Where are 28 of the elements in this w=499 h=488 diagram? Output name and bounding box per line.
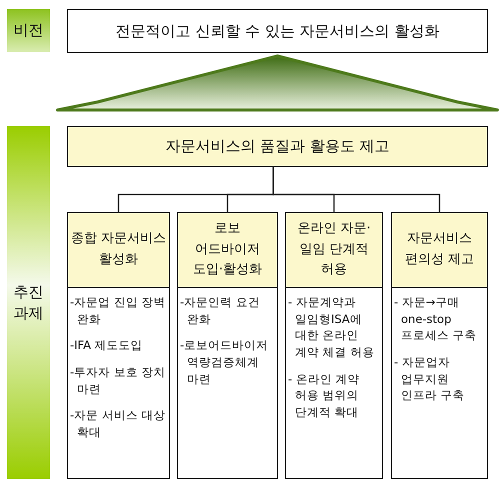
task-item: - 자문업자 업무지원 인프라 구축 <box>393 354 466 404</box>
task-column-box <box>177 212 278 479</box>
task-item: - 자문→구매 one-stop 프로세스 구축 <box>393 294 478 344</box>
section-label: 추진 과제 <box>12 282 44 324</box>
task-item: -IFA 제도도입 <box>69 337 144 354</box>
goal-box <box>67 9 488 53</box>
task-item: -자문업 진입 장벽 완화 <box>69 294 166 328</box>
section-label-band <box>7 9 50 52</box>
section-label-band <box>7 126 50 479</box>
goal-box <box>67 126 488 167</box>
task-item: - 자문계약과 일임형ISA에 대한 온라인 계약 체결 허용 <box>287 294 376 361</box>
column-heading: 자문서비스 편의성 제고 <box>392 213 487 288</box>
task-column-box <box>391 212 488 479</box>
task-item: -자문인력 요건 완화 <box>179 294 261 328</box>
task-item: -자문 서비스 대상 확대 <box>69 407 166 441</box>
connector-line <box>272 167 440 212</box>
task-item: - 온라인 계약 허용 범위의 단계적 확대 <box>287 370 360 421</box>
task-item: -로보어드바이저 역량검증체계 마련 <box>179 337 270 388</box>
column-heading: 온라인 자문·일임 단계적 허용 <box>286 213 382 288</box>
column-heading: 로보 어드바이저 도입·활성화 <box>178 213 277 288</box>
task-item: -투자자 보호 장치 마련 <box>69 364 166 398</box>
column-heading: 종합 자문서비스 활성화 <box>68 213 169 288</box>
task-column-box <box>67 212 170 479</box>
goal-text: 자문서비스의 품질과 활용도 제고 <box>165 137 390 156</box>
section-label: 비전 <box>12 20 44 41</box>
task-column-box <box>285 212 383 479</box>
vision-text: 전문적이고 신뢰할 수 있는 자문서비스의 활성화 <box>116 22 440 40</box>
upward-arrow <box>56 54 499 112</box>
